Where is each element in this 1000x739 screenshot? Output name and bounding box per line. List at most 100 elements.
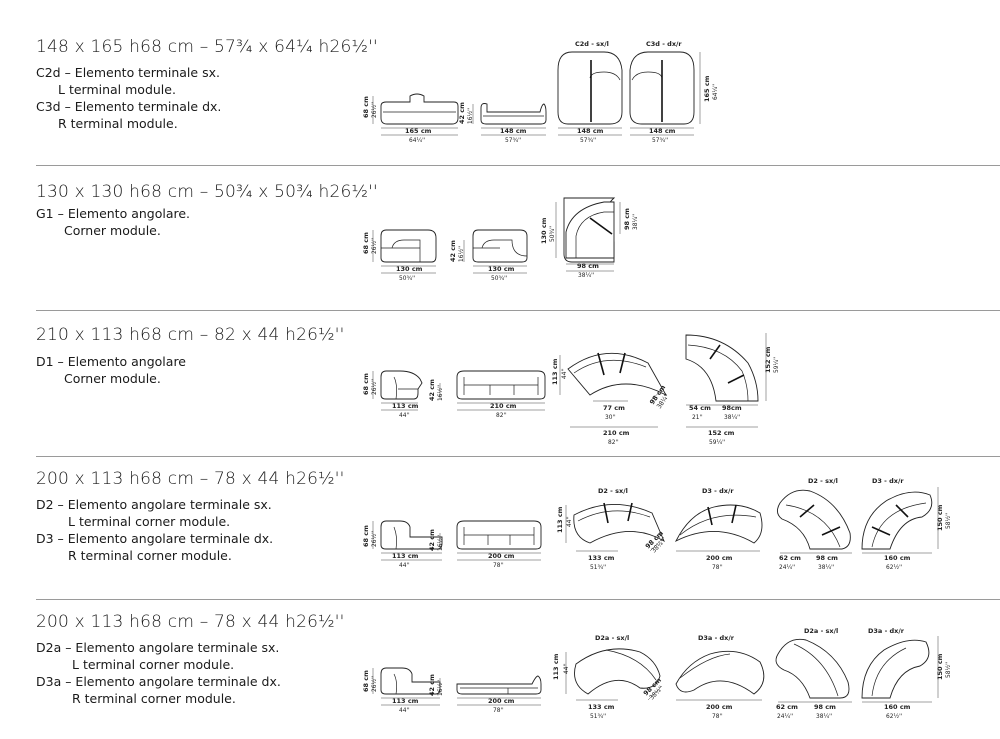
dim-label: 160 cm	[884, 554, 911, 562]
dim-label: 44''	[399, 561, 410, 569]
dim-label: 51¾''	[590, 712, 607, 720]
dim-label: 130 cm	[540, 217, 548, 244]
dim-label: 68 cm	[362, 232, 370, 254]
module-line: L terminal module.	[58, 82, 176, 97]
dim-label: 54 cm	[689, 404, 711, 412]
front-view	[456, 675, 542, 695]
dim-label: 57¾''	[505, 136, 522, 144]
dim-label: 113 cm	[392, 552, 419, 560]
dim-label: 148 cm	[577, 127, 604, 135]
dim-label: 68 cm	[362, 373, 370, 395]
module-line: R terminal corner module.	[68, 548, 232, 563]
dim-label: 133 cm	[588, 703, 615, 711]
module-line: C2d – Elemento terminale sx.	[36, 65, 220, 80]
side-view	[380, 93, 459, 125]
dim-label: 42 cm	[428, 529, 436, 551]
dim-label: 38¼''	[724, 413, 741, 421]
plan-d2	[573, 502, 665, 544]
dim-label: 26½''	[370, 530, 378, 547]
dim-label: 30''	[605, 413, 616, 421]
technical-drawing: 68 cm 26½'' 130 cm 50¾'' 42 cm 16½'' 130…	[362, 197, 639, 282]
dim-label: 16½''	[436, 384, 444, 401]
section-g1: 130 x 130 h68 cm – 50¾ x 50¾ h26½'' G1 –…	[0, 166, 1000, 310]
dim-label: 113 cm	[551, 358, 559, 385]
plan-d3a	[675, 650, 765, 695]
dim-label: 78''	[712, 712, 723, 720]
dim-label: 42 cm	[458, 102, 466, 124]
module-tag: D2 - sx/l	[808, 477, 838, 485]
dim-label: 148 cm	[649, 127, 676, 135]
dim-label: 24¼''	[777, 712, 794, 720]
dim-label: 113 cm	[392, 697, 419, 705]
module-tag: D2a - sx/l	[595, 634, 629, 642]
section-divider	[36, 599, 1000, 600]
dim-label: 130 cm	[396, 265, 423, 273]
section-title: 200 x 113 h68 cm – 78 x 44 h26½''	[36, 469, 345, 489]
front-view	[456, 370, 546, 400]
side-view	[380, 520, 443, 550]
module-line: D2 – Elemento angolare terminale sx.	[36, 497, 272, 512]
module-tag: D3 - dx/r	[702, 487, 734, 495]
dim-label: 150 cm	[936, 653, 944, 680]
module-line: D3a – Elemento angolare terminale dx.	[36, 674, 281, 689]
dim-label: 68 cm	[362, 96, 370, 118]
section-c2d-c3d: 148 x 165 h68 cm – 57¾ x 64¼ h26½'' C2d …	[0, 0, 1000, 165]
plan-d1-quarter	[685, 334, 759, 402]
dim-label: 152 cm	[708, 429, 735, 437]
dim-label: 68 cm	[362, 525, 370, 547]
dim-label: 38¼''	[578, 271, 595, 279]
dim-label: 58½''	[944, 661, 952, 678]
plan-q-d3	[861, 491, 933, 550]
dim-label: 160 cm	[884, 703, 911, 711]
plan-q-d2	[777, 489, 851, 550]
dim-label: 200 cm	[488, 697, 515, 705]
dim-label: 57¾''	[580, 136, 597, 144]
dim-label: 51¾''	[590, 563, 607, 571]
dim-label: 98 cm	[577, 262, 599, 270]
plan-d2a	[574, 648, 661, 695]
technical-drawing: 68 cm 26½'' 165 cm 64¼'' 42 cm 16½'' 148…	[362, 40, 719, 144]
dim-label: 44''	[562, 663, 570, 674]
dim-label: 38¼''	[816, 712, 833, 720]
module-tag: C3d - dx/r	[646, 40, 682, 48]
dim-label: 26½''	[370, 675, 378, 692]
plan-d1-curve	[567, 352, 668, 397]
section-d2-d3: 200 x 113 h68 cm – 78 x 44 h26½'' D2 – E…	[0, 457, 1000, 599]
module-tag: D3a - dx/r	[698, 634, 735, 642]
dim-label: 152 cm	[764, 346, 772, 373]
dim-label: 82''	[496, 411, 507, 419]
section-title: 200 x 113 h68 cm – 78 x 44 h26½''	[36, 612, 345, 632]
dim-label: 62½''	[886, 563, 903, 571]
dim-label: 16½''	[436, 534, 444, 551]
dim-label: 59¼''	[772, 356, 780, 373]
dim-label: 44''	[565, 516, 573, 527]
dim-label: 50¾''	[548, 225, 556, 242]
dim-label: 57¾''	[652, 136, 669, 144]
dim-label: 26½''	[370, 378, 378, 395]
dim-label: 24¼''	[779, 563, 796, 571]
dim-label: 42 cm	[428, 674, 436, 696]
module-line: L terminal corner module.	[72, 657, 235, 672]
plan-c3d	[629, 51, 695, 125]
dim-label: 98 cm	[814, 703, 836, 711]
dim-label: 113 cm	[552, 653, 560, 680]
dim-label: 59¼''	[709, 438, 726, 446]
section-d2a-d3a: 200 x 113 h68 cm – 78 x 44 h26½'' D2a – …	[0, 600, 1000, 739]
module-tag: D3a - dx/r	[868, 627, 905, 635]
dim-label: 64¼''	[409, 136, 426, 144]
side-view	[380, 370, 423, 400]
module-line: L terminal corner module.	[68, 514, 231, 529]
dim-label: 210 cm	[490, 402, 517, 410]
section-divider	[36, 310, 1000, 311]
dim-label: 50¾''	[399, 274, 416, 282]
dim-label: 68 cm	[362, 670, 370, 692]
dim-label: 130 cm	[488, 265, 515, 273]
dim-label: 165 cm	[405, 127, 432, 135]
dim-label: 16½''	[436, 679, 444, 696]
module-line: C3d – Elemento terminale dx.	[36, 99, 222, 114]
module-tag: D3 - dx/r	[872, 477, 904, 485]
dim-label: 62 cm	[779, 554, 801, 562]
dim-label: 78''	[712, 563, 723, 571]
plan-c2d	[557, 51, 623, 125]
dim-label: 98cm	[722, 404, 742, 412]
